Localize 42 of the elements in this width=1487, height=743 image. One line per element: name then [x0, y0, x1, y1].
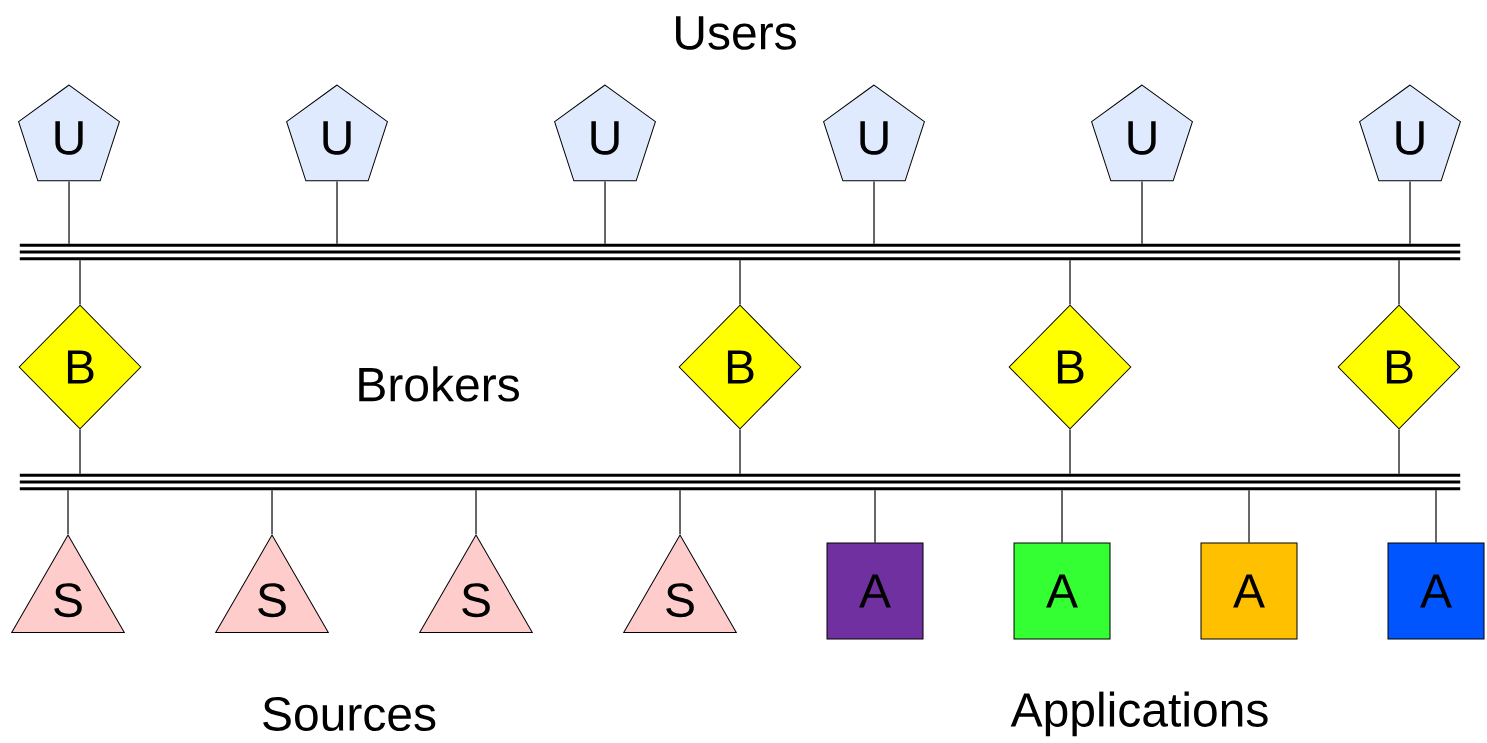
bus-bar [19, 243, 1461, 261]
layer-label: Users [676, 16, 796, 50]
connector-line [336, 180, 338, 245]
connector-line [679, 489, 681, 535]
triangle: S [419, 534, 533, 633]
connector-line [1435, 489, 1437, 544]
square: A [1200, 542, 1298, 640]
square: A [1013, 542, 1111, 640]
connector-line [1398, 428, 1400, 475]
connector-line [1069, 259, 1071, 306]
pentagon: U [1091, 84, 1193, 182]
connector-line [67, 489, 69, 535]
triangle: S [623, 534, 737, 633]
pentagon: U [1359, 84, 1461, 182]
layer-label: Sources [263, 697, 436, 731]
square: A [1387, 542, 1485, 640]
connector-line [1409, 180, 1411, 245]
connector-line [1069, 428, 1071, 475]
pentagon: U [554, 84, 656, 182]
connector-line [79, 259, 81, 306]
connector-line [604, 180, 606, 245]
triangle: S [215, 534, 329, 633]
connector-line [873, 180, 875, 245]
connector-line [739, 259, 741, 306]
connector-line [1398, 259, 1400, 306]
square: A [826, 542, 924, 640]
layer-label: Brokers [359, 366, 519, 402]
connector-line [1248, 489, 1250, 544]
connector-line [1141, 180, 1143, 245]
connector-line [874, 489, 876, 544]
connector-line [475, 489, 477, 535]
connector-line [68, 180, 70, 245]
pentagon: U [286, 84, 388, 182]
connector-line [1061, 489, 1063, 544]
bus-bar [19, 473, 1461, 491]
connector-line [739, 428, 741, 475]
connector-line [79, 428, 81, 475]
pentagon: U [823, 84, 925, 182]
connector-line [271, 489, 273, 535]
pentagon: U [18, 84, 120, 182]
triangle: S [11, 534, 125, 633]
layer-label: Applications [1010, 691, 1268, 737]
